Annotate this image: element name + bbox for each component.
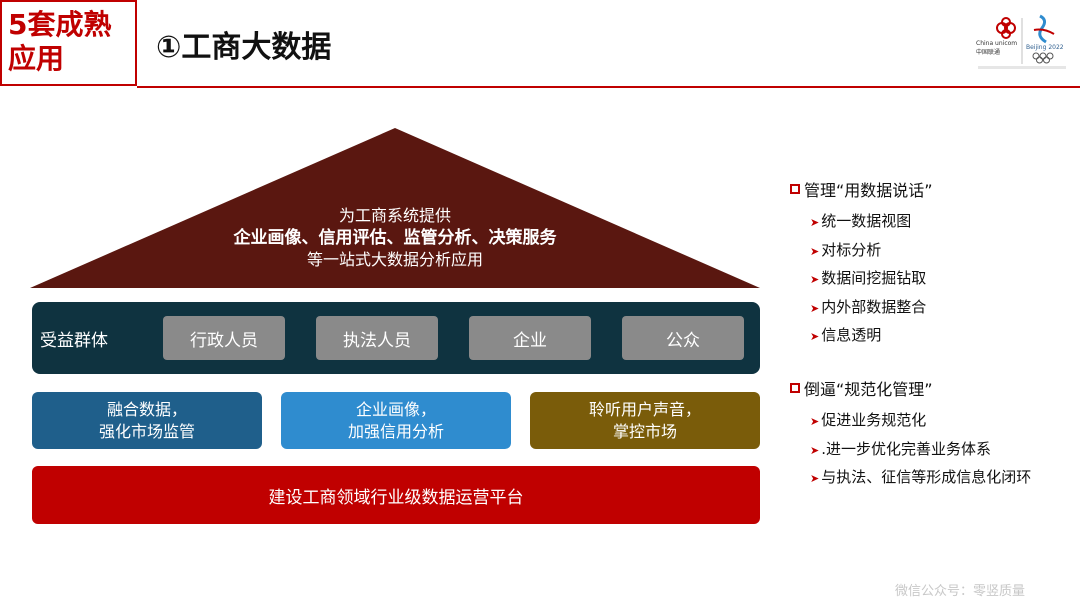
pyramid-line1: 为工商系统提供 <box>338 206 451 225</box>
arrow-bullet-icon: ➤ <box>810 415 820 428</box>
header-divider <box>137 86 1080 88</box>
block-enterprise-profile-line2: 加强信用分析 <box>347 421 444 441</box>
list-heading-text: 倒逼“规范化管理” <box>804 380 933 399</box>
list-item-text: 对标分析 <box>821 240 882 259</box>
page-title: ①工商大数据 <box>156 30 332 65</box>
square-bullet-icon <box>790 184 800 194</box>
list-item-text: 数据间挖掘钻取 <box>821 269 927 287</box>
group-enterprise: 企业 <box>469 316 591 360</box>
list-heading: 管理“用数据说话” <box>790 177 933 201</box>
list-item-text: 内外部数据整合 <box>821 297 927 316</box>
list-item: ➤.进一步优化完善业务体系 <box>790 435 1031 464</box>
arrow-bullet-icon: ➤ <box>810 330 820 343</box>
arrow-bullet-icon: ➤ <box>810 216 820 229</box>
sponsor-logo: China unicom中国联通 Beijing 2022 <box>972 10 1072 76</box>
pyramid-roof <box>30 128 760 288</box>
platform-bar: 建设工商领域行业级数据运营平台 <box>32 466 760 524</box>
list-item-text: .进一步优化完善业务体系 <box>821 439 991 458</box>
list-item: ➤内外部数据整合 <box>790 293 933 322</box>
section-label: 5套成熟 应用 <box>0 0 137 86</box>
list-item-text: 与执法、征信等形成信息化闭环 <box>821 468 1032 486</box>
list-item: ➤统一数据视图 <box>790 207 933 236</box>
group-public: 公众 <box>622 316 744 360</box>
pyramid-line2: 企业画像、信用评估、监管分析、决策服务 <box>233 228 557 248</box>
block-user-voice: 聆听用户声音， 掌控市场 <box>530 392 760 449</box>
section-label-line1: 5套成熟 <box>8 8 112 41</box>
block-data-fusion: 融合数据， 强化市场监管 <box>32 392 262 449</box>
right-list-management: 管理“用数据说话” ➤统一数据视图 ➤对标分析 ➤数据间挖掘钻取 ➤内外部数据整… <box>790 177 933 350</box>
arrow-bullet-icon: ➤ <box>810 472 820 485</box>
list-item: ➤促进业务规范化 <box>790 406 1031 435</box>
logo-brand-text: China unicom中国联通 <box>976 40 1018 56</box>
block-enterprise-profile-line1: 企业画像， <box>355 399 436 419</box>
arrow-bullet-icon: ➤ <box>810 301 820 315</box>
list-item: ➤与执法、征信等形成信息化闭环 <box>790 463 1031 492</box>
logo-mark-icon <box>978 14 1066 69</box>
list-item: ➤信息透明 <box>790 321 933 350</box>
group-admin-staff: 行政人员 <box>163 316 285 360</box>
square-bullet-icon <box>790 383 800 393</box>
list-item-text: 信息透明 <box>821 326 882 344</box>
list-heading-text: 管理“用数据说话” <box>804 181 933 200</box>
section-label-line2: 应用 <box>8 42 65 75</box>
logo-event-text: Beijing 2022 <box>1026 44 1064 51</box>
list-item-text: 促进业务规范化 <box>821 411 927 429</box>
block-enterprise-profile: 企业画像， 加强信用分析 <box>281 392 511 449</box>
arrow-bullet-icon: ➤ <box>810 244 820 258</box>
arrow-bullet-icon: ➤ <box>810 443 820 457</box>
list-heading: 倒逼“规范化管理” <box>790 376 1031 400</box>
pyramid-line3: 等一站式大数据分析应用 <box>306 250 483 269</box>
arrow-bullet-icon: ➤ <box>810 273 820 286</box>
block-user-voice-line1: 聆听用户声音， <box>588 399 701 419</box>
list-item: ➤对标分析 <box>790 236 933 265</box>
list-item-text: 统一数据视图 <box>821 212 912 230</box>
group-law-enforcement: 执法人员 <box>316 316 438 360</box>
block-user-voice-line2: 掌控市场 <box>612 421 677 441</box>
list-item: ➤数据间挖掘钻取 <box>790 264 933 293</box>
watermark: 微信公众号：零竖质量 <box>895 584 1026 599</box>
block-data-fusion-line2: 强化市场监管 <box>98 421 195 441</box>
block-data-fusion-line1: 融合数据， <box>106 399 187 419</box>
right-list-standardization: 倒逼“规范化管理” ➤促进业务规范化 ➤.进一步优化完善业务体系 ➤与执法、征信… <box>790 376 1031 492</box>
benefit-label: 受益群体 <box>40 331 108 351</box>
